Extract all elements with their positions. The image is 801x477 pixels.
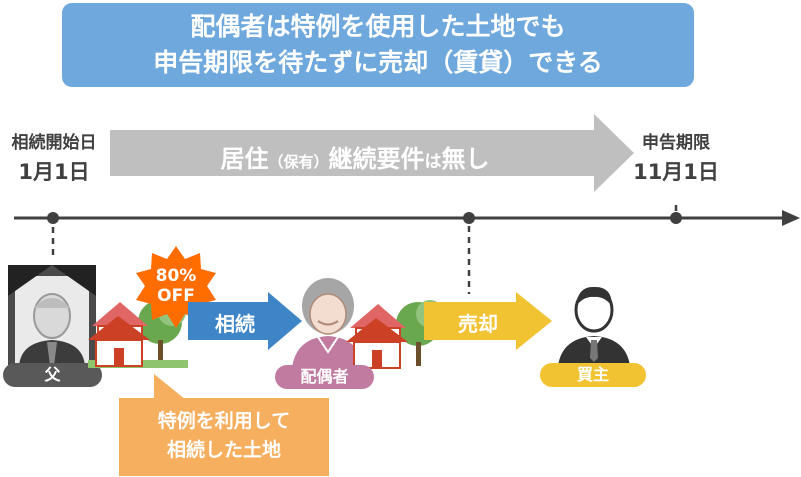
timeline-arrowhead xyxy=(782,210,800,226)
headline-line-1: 配偶者は特例を使用した土地でも xyxy=(190,12,566,41)
spouse-label: 配偶者 xyxy=(275,365,374,389)
deadline-title: 申告期限 xyxy=(642,133,710,153)
house-door-2 xyxy=(372,350,382,368)
inherit-arrow-shape xyxy=(188,292,302,350)
timeline-dot-sale xyxy=(463,212,475,224)
tree-trunk-2 xyxy=(416,342,421,366)
house-door xyxy=(114,348,124,366)
sale-dashed-connector xyxy=(467,226,471,294)
roof-back xyxy=(92,302,148,326)
timeline-dot-deadline xyxy=(670,212,682,224)
callout-line-2: 相続した土地 xyxy=(166,439,281,461)
requirement-paren: （保有） xyxy=(268,153,329,171)
buyer-hair xyxy=(576,286,612,306)
deadline-date: 11月1日 xyxy=(633,160,719,184)
roof-back-2 xyxy=(350,304,406,328)
badge-off: OFF xyxy=(157,286,195,306)
timeline-axis xyxy=(14,205,800,255)
sell-arrow-shape xyxy=(424,292,552,350)
timeline-dot-start xyxy=(47,212,59,224)
callout-line-1: 特例を利用して xyxy=(157,410,291,432)
spouse-smile xyxy=(317,320,339,326)
requirement-word-3: 無し xyxy=(441,145,490,173)
requirement-word-2: 継続要件 xyxy=(328,145,425,173)
headline-line-2: 申告期限を待たずに売却（賃貸）できる xyxy=(153,48,603,77)
requirement-particle: は xyxy=(424,152,442,172)
spouse-collar xyxy=(317,336,339,354)
spouse-face xyxy=(309,293,347,335)
requirement-text: 居住（保有）継続要件は無し xyxy=(200,139,510,174)
mourning-ribbon-right xyxy=(52,265,96,296)
land-callout: 特例を利用して 相続した土地 xyxy=(119,398,329,476)
buyer-tie xyxy=(590,340,598,362)
start-title: 相続開始日 xyxy=(11,133,97,153)
father-label: 父 xyxy=(3,363,102,387)
inherit-arrow-label: 相続 xyxy=(215,312,255,336)
sell-arrow xyxy=(424,292,552,350)
mourning-ribbon-left xyxy=(8,265,52,296)
callout-pointer xyxy=(154,374,186,400)
buyer-avatar xyxy=(558,286,630,366)
buyer-label: 買主 xyxy=(540,363,646,387)
requirement-arrow xyxy=(110,114,634,192)
headline-banner: 配偶者は特例を使用した土地でも 申告期限を待たずに売却（賃貸）できる xyxy=(62,3,694,87)
badge-percent: 80% xyxy=(155,266,197,286)
tree-trunk xyxy=(158,340,163,364)
callout-pointer-shape xyxy=(154,374,186,400)
roof-front xyxy=(88,316,150,340)
inherit-arrow xyxy=(188,292,302,350)
requirement-arrow-shape xyxy=(110,114,634,192)
father-hair xyxy=(34,298,70,308)
father-tie xyxy=(47,342,57,366)
father-portrait xyxy=(8,265,96,371)
spouse-avatar xyxy=(292,278,364,368)
start-date: 1月1日 xyxy=(18,160,90,184)
requirement-word-1: 居住 xyxy=(220,145,269,173)
discount-badge-text: 80% OFF xyxy=(134,266,218,306)
roof-front-2 xyxy=(346,318,408,342)
sell-arrow-label: 売却 xyxy=(458,312,498,336)
